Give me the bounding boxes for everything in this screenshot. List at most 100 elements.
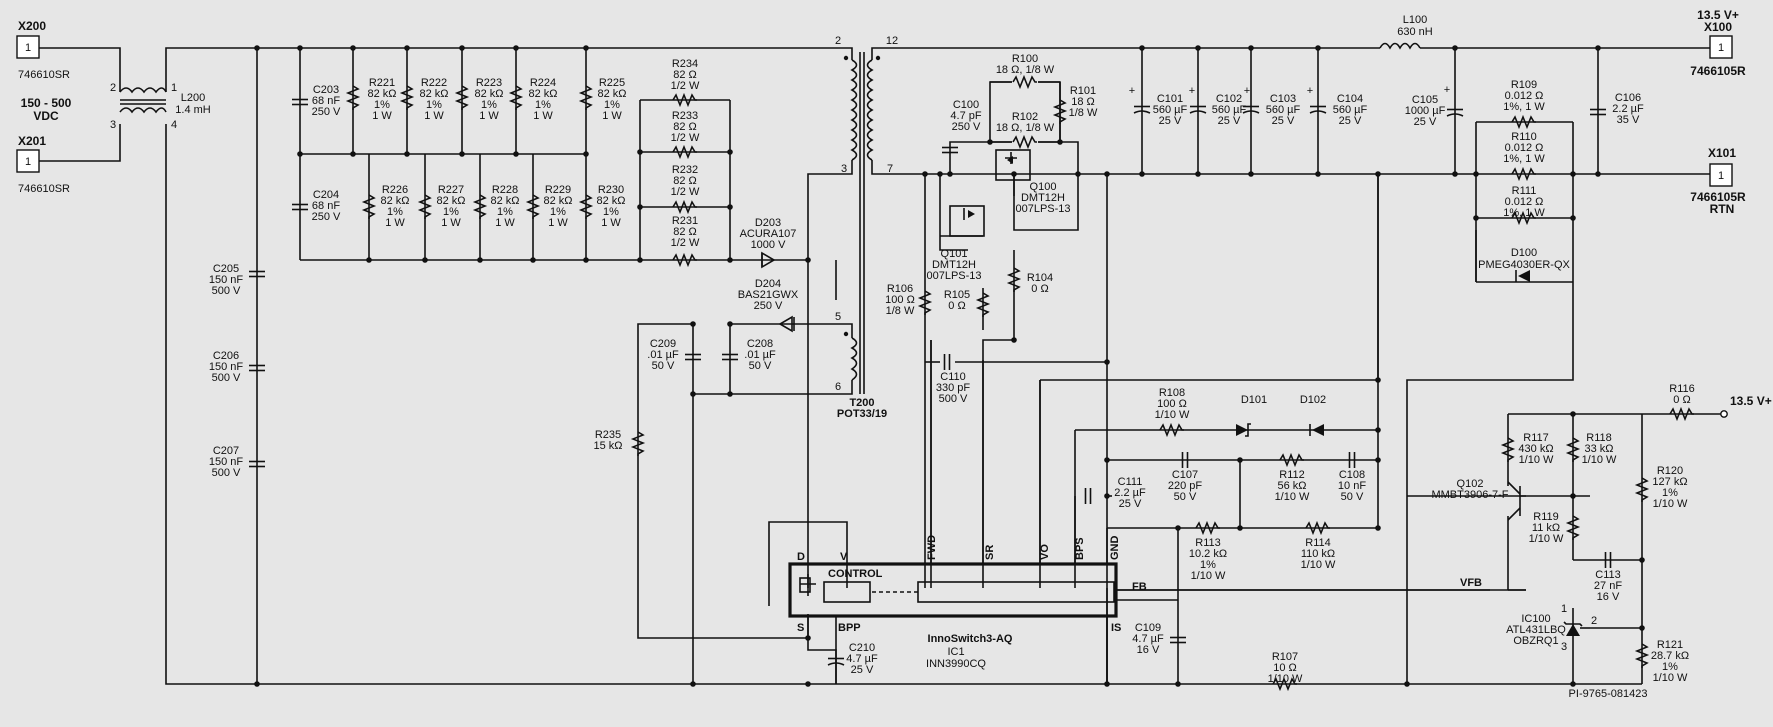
svg-text:4.7 pF: 4.7 pF	[950, 110, 981, 122]
svg-text:500 V: 500 V	[939, 393, 968, 405]
svg-text:R108: R108	[1159, 387, 1185, 399]
svg-text:BPS: BPS	[1074, 537, 1086, 560]
svg-text:MMBT3906-7-F: MMBT3906-7-F	[1431, 489, 1508, 501]
svg-text:746610SR: 746610SR	[18, 183, 70, 195]
cap-c208: C208 .01 µF 50 V	[721, 338, 776, 372]
svg-text:4.7 µF: 4.7 µF	[1132, 633, 1164, 645]
svg-text:1%: 1%	[426, 99, 442, 111]
svg-text:500 V: 500 V	[212, 285, 241, 297]
svg-text:C103: C103	[1270, 93, 1296, 105]
svg-text:S: S	[797, 622, 804, 634]
svg-text:1/10 W: 1/10 W	[1155, 409, 1190, 421]
svg-text:100 Ω: 100 Ω	[885, 294, 915, 306]
svg-text:1/10 W: 1/10 W	[1191, 570, 1226, 582]
svg-text:D100: D100	[1511, 247, 1537, 259]
svg-text:+: +	[1307, 85, 1313, 97]
svg-text:+: +	[1189, 85, 1195, 97]
svg-text:R100: R100	[1012, 53, 1038, 65]
svg-text:10.2 kΩ: 10.2 kΩ	[1189, 548, 1227, 560]
svg-text:50 V: 50 V	[749, 360, 772, 372]
connector-x100: 13.5 V+ X100 1 7466105R	[1690, 8, 1746, 78]
svg-text:Q101: Q101	[941, 248, 968, 260]
svg-text:82 kΩ: 82 kΩ	[543, 195, 572, 207]
svg-text:12: 12	[886, 35, 898, 47]
svg-text:+: +	[1244, 85, 1250, 97]
svg-text:BAS21GWX: BAS21GWX	[738, 289, 799, 301]
svg-text:82 Ω: 82 Ω	[673, 226, 697, 238]
svg-text:1/10 W: 1/10 W	[1653, 498, 1688, 510]
svg-text:Q102: Q102	[1457, 478, 1484, 490]
svg-text:25 V: 25 V	[1272, 115, 1295, 127]
svg-text:1 W: 1 W	[479, 110, 499, 122]
svg-text:150 nF: 150 nF	[209, 456, 244, 468]
svg-text:C107: C107	[1172, 469, 1198, 481]
mosfet-q101: Q101 DMT12H 007LPS-13	[926, 205, 985, 282]
svg-text:R116: R116	[1669, 383, 1694, 395]
svg-text:0.012 Ω: 0.012 Ω	[1505, 90, 1544, 102]
svg-text:1 W: 1 W	[533, 110, 553, 122]
svg-text:R231: R231	[672, 215, 698, 227]
svg-text:1%, 1 W: 1%, 1 W	[1503, 101, 1545, 113]
svg-text:ATL431LBQ: ATL431LBQ	[1506, 624, 1566, 636]
svg-text:BPP: BPP	[838, 622, 861, 634]
svg-text:82 kΩ: 82 kΩ	[596, 195, 625, 207]
svg-text:746610SR: 746610SR	[18, 69, 70, 81]
svg-text:007LPS-13: 007LPS-13	[1015, 203, 1070, 215]
svg-text:2.2 µF: 2.2 µF	[1612, 103, 1644, 115]
svg-text:.01 µF: .01 µF	[744, 349, 776, 361]
svg-text:28.7 kΩ: 28.7 kΩ	[1651, 650, 1689, 662]
svg-text:R110: R110	[1511, 131, 1536, 143]
svg-text:R120: R120	[1657, 465, 1683, 477]
diode-d102: D102	[1300, 394, 1326, 436]
svg-text:D: D	[797, 551, 805, 563]
diode-d100: D100 PMEG4030ER-QX	[1478, 247, 1571, 282]
svg-text:ACURA107: ACURA107	[740, 228, 797, 240]
resistor-r235: R235 15 kΩ	[593, 429, 644, 457]
svg-text:1%, 1 W: 1%, 1 W	[1503, 153, 1545, 165]
cap-c110: C110 330 pF 500 V	[936, 353, 970, 405]
cap-c204: C204 68 nF 250 V	[291, 189, 341, 223]
svg-text:1 W: 1 W	[495, 217, 515, 229]
transistor-q102: Q102 MMBT3906-7-F	[1431, 478, 1573, 521]
svg-text:25 V: 25 V	[1218, 115, 1241, 127]
svg-text:PMEG4030ER-QX: PMEG4030ER-QX	[1478, 259, 1570, 271]
svg-text:127 kΩ: 127 kΩ	[1652, 476, 1687, 488]
svg-text:1%: 1%	[535, 99, 551, 111]
svg-text:1%: 1%	[550, 206, 566, 218]
svg-text:L100: L100	[1403, 14, 1427, 26]
svg-text:RTN: RTN	[1710, 202, 1735, 216]
svg-text:R121: R121	[1657, 639, 1683, 651]
svg-text:82 Ω: 82 Ω	[673, 69, 697, 81]
svg-text:C110: C110	[940, 371, 965, 383]
svg-text:R225: R225	[599, 77, 625, 89]
svg-text:C204: C204	[313, 189, 339, 201]
svg-text:1%: 1%	[443, 206, 459, 218]
diode-d204: D204 BAS21GWX 250 V	[738, 278, 799, 333]
svg-text:1/10 W: 1/10 W	[1519, 454, 1554, 466]
svg-text:R114: R114	[1305, 537, 1330, 549]
svg-text:T200: T200	[849, 397, 874, 409]
cap-c206: C206 150 nF 500 V	[209, 350, 266, 384]
svg-text:R222: R222	[421, 77, 447, 89]
svg-text:FWD: FWD	[926, 535, 938, 560]
svg-text:82 kΩ: 82 kΩ	[528, 88, 557, 100]
svg-text:25 V: 25 V	[1339, 115, 1362, 127]
svg-text:50 V: 50 V	[652, 360, 675, 372]
svg-text:250 V: 250 V	[312, 106, 341, 118]
svg-text:R104: R104	[1027, 272, 1053, 284]
svg-text:INN3990CQ: INN3990CQ	[926, 658, 986, 670]
